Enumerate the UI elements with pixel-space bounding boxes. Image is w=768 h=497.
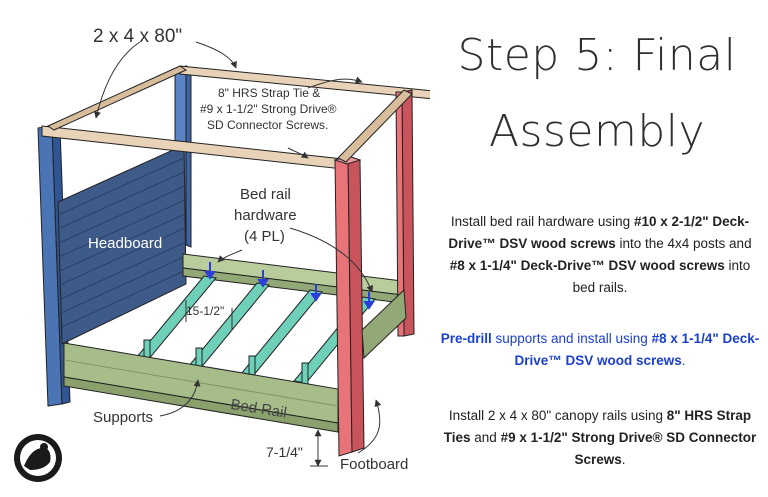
supports-label: Supports [93, 409, 154, 426]
p3-text-3: . [621, 452, 626, 467]
p1-bold-2: #8 x 1-1/4" Deck-Drive™ DSV wood screws [449, 258, 725, 273]
p1-bold-1: #10 x 2-1/2" Deck-Drive™ DSV wood screws [448, 214, 750, 251]
bed-diagram [14, 41, 430, 482]
height-dimension [310, 429, 328, 467]
front-canopy-rail [41, 125, 353, 171]
rail-hardware-label-2: hardware [234, 207, 297, 224]
headboard [57, 144, 187, 345]
p2-bold-2: #8 x 1-1/4" Deck-Drive™ DSV wood screws [514, 331, 760, 368]
right-canopy-rail [337, 89, 413, 163]
rail-hardware-label-3: (4 PL) [244, 228, 285, 245]
logo-icon [14, 434, 62, 482]
p1-text-1: Install bed rail hardware using [450, 214, 634, 229]
instruction-paragraph-2: Pre-drill supports and install using #8 … [440, 328, 760, 372]
p3-text-1: Install 2 x 4 x 80" canopy rails using [448, 408, 667, 423]
height-dimension-label: 7-1/4" [266, 444, 303, 460]
left-canopy-rail [46, 65, 188, 131]
front-bed-rail [63, 342, 339, 433]
p3-bold-1: 8" HRS Strap Ties [443, 408, 752, 445]
strap-tie-label-2: #9 x 1-1/2" Strong Drive® [200, 102, 337, 116]
p3-bold-2: #9 x 1-1/2" Strong Drive® SD Connector S… [500, 430, 757, 467]
strap-tie-label-1: 8" HRS Strap Tie & [218, 86, 321, 100]
front-right-post [333, 155, 365, 457]
p3-text-2: and [470, 430, 501, 445]
footboard-label: Footboard [340, 456, 409, 473]
p2-text-2: . [681, 353, 686, 368]
instruction-paragraph-1: Install bed rail hardware using #10 x 2-… [440, 211, 760, 299]
page-title-line-2: Assembly [488, 106, 706, 157]
screw-markers [204, 262, 375, 310]
back-bed-rail [182, 253, 411, 305]
leader-lines [94, 41, 382, 454]
back-red-post [395, 89, 415, 337]
p1-text-2: into the 4x4 posts and [615, 236, 752, 251]
spacing-dimension-label: 15-1/2" [186, 304, 225, 318]
p2-text-1: supports and install using [491, 331, 652, 346]
headboard-label: Headboard [88, 235, 163, 252]
strap-tie-label-3: SD Connector Screws. [207, 118, 329, 132]
right-bed-rail [361, 288, 407, 360]
p1-text-3: into bed rails. [572, 258, 751, 295]
p2-bold-1: Pre-drill [440, 331, 492, 346]
canopy-rail-label: 2 x 4 x 80" [93, 26, 183, 47]
rail-hardware-label-1: Bed rail [240, 186, 291, 203]
instruction-paragraph-3: Install 2 x 4 x 80" canopy rails using 8… [440, 405, 760, 471]
page-title-line-1: Step 5: Final [457, 30, 737, 81]
